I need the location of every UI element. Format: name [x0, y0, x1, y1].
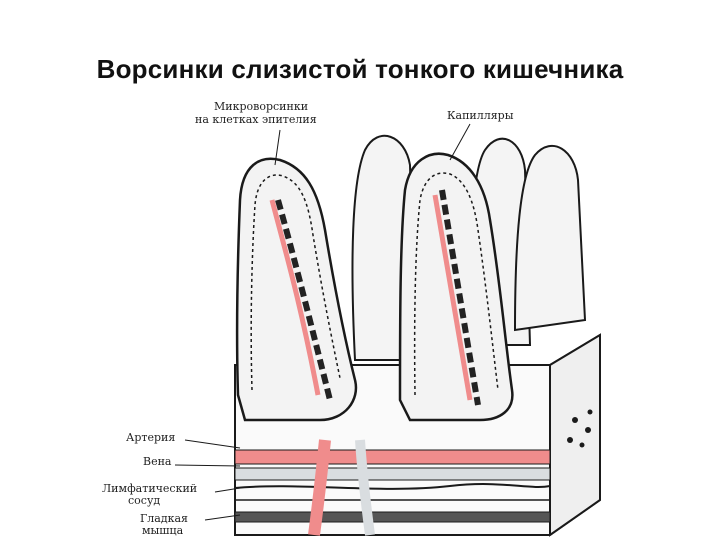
label-muscle-2: мышца — [142, 525, 183, 537]
left-villus — [237, 159, 356, 420]
label-vein: Вена — [143, 456, 171, 468]
label-microvilli-1: Микроворсинки — [214, 101, 308, 113]
label-microvilli-2: на клетках эпителия — [195, 114, 317, 126]
label-capillaries: Капилляры — [447, 110, 513, 122]
label-lymph-2: сосуд — [128, 495, 160, 507]
label-artery: Артерия — [126, 432, 175, 444]
